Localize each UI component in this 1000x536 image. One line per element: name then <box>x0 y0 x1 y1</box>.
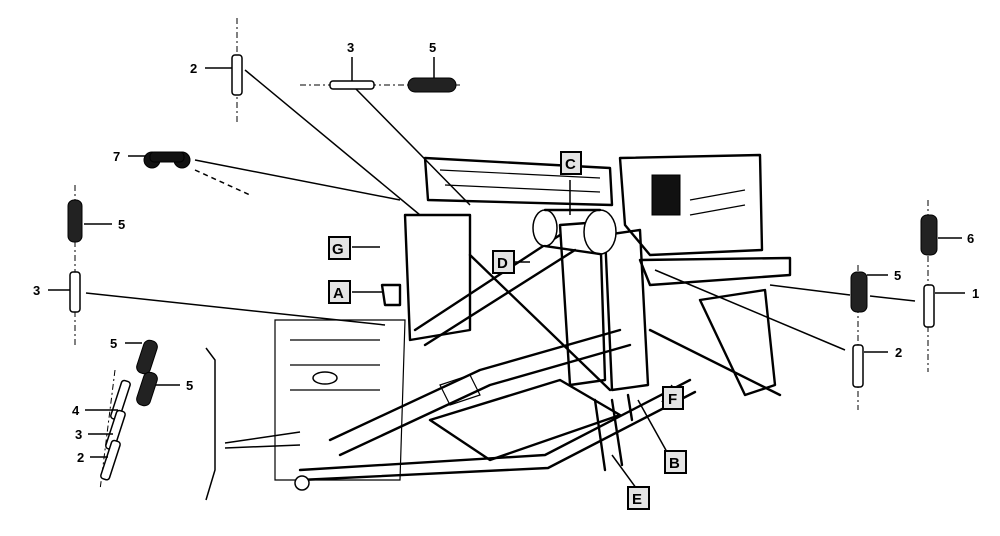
spring-part-6-right <box>920 214 938 256</box>
letter-callout-F: F <box>662 386 684 410</box>
spring-part-5-left <box>67 199 83 243</box>
pin-part-3-left <box>69 271 81 313</box>
callout-5-top: 5 <box>429 40 436 55</box>
svg-text:A: A <box>333 285 344 302</box>
pin-part-2-stack <box>100 439 121 481</box>
letter-callout-E: E <box>627 486 650 510</box>
svg-text:C: C <box>565 156 576 173</box>
callout-3-stack: 3 <box>75 427 82 442</box>
letter-callouts: C G D A F B E <box>328 151 687 510</box>
pin-part-3-top <box>329 80 375 90</box>
spring-part-5-right <box>850 271 868 313</box>
svg-text:E: E <box>632 491 642 508</box>
pin-part-2-right <box>852 344 864 388</box>
numeric-callouts: 2 3 5 7 5 3 5 5 4 3 2 6 5 1 2 <box>33 40 979 465</box>
exploded-parts <box>67 18 938 491</box>
letter-callout-C: C <box>560 151 582 175</box>
callout-4: 4 <box>72 403 80 418</box>
callout-1: 1 <box>972 286 979 301</box>
machine-frame-illustration <box>274 153 792 491</box>
elbow-fitting-part-7 <box>143 151 191 169</box>
svg-text:F: F <box>668 391 677 408</box>
svg-text:D: D <box>497 255 508 272</box>
callout-3-top: 3 <box>347 40 354 55</box>
letter-callout-D: D <box>492 250 515 274</box>
left-stack-parts <box>99 339 158 491</box>
spring-part-5-stack-b <box>136 371 158 407</box>
svg-text:B: B <box>669 455 680 472</box>
spring-part-5-stack-a <box>136 339 158 375</box>
leader-lines <box>85 69 916 501</box>
letter-callout-B: B <box>664 450 687 474</box>
callout-5-right: 5 <box>894 268 901 283</box>
letter-callout-G: G <box>328 236 351 260</box>
pin-part-1-right <box>923 284 935 328</box>
spring-part-5-top <box>407 77 457 93</box>
callout-3-left: 3 <box>33 283 40 298</box>
pin-part-2-top <box>231 54 243 96</box>
callout-5-stack-a: 5 <box>110 336 117 351</box>
svg-text:G: G <box>332 241 344 258</box>
callout-2-right: 2 <box>895 345 902 360</box>
callout-7: 7 <box>113 149 120 164</box>
callout-2-top: 2 <box>190 61 197 76</box>
callout-2-stack: 2 <box>77 450 84 465</box>
callout-5-stack-b: 5 <box>186 378 193 393</box>
callout-5-left: 5 <box>118 217 125 232</box>
letter-callout-A: A <box>328 280 351 304</box>
callout-6: 6 <box>967 231 974 246</box>
